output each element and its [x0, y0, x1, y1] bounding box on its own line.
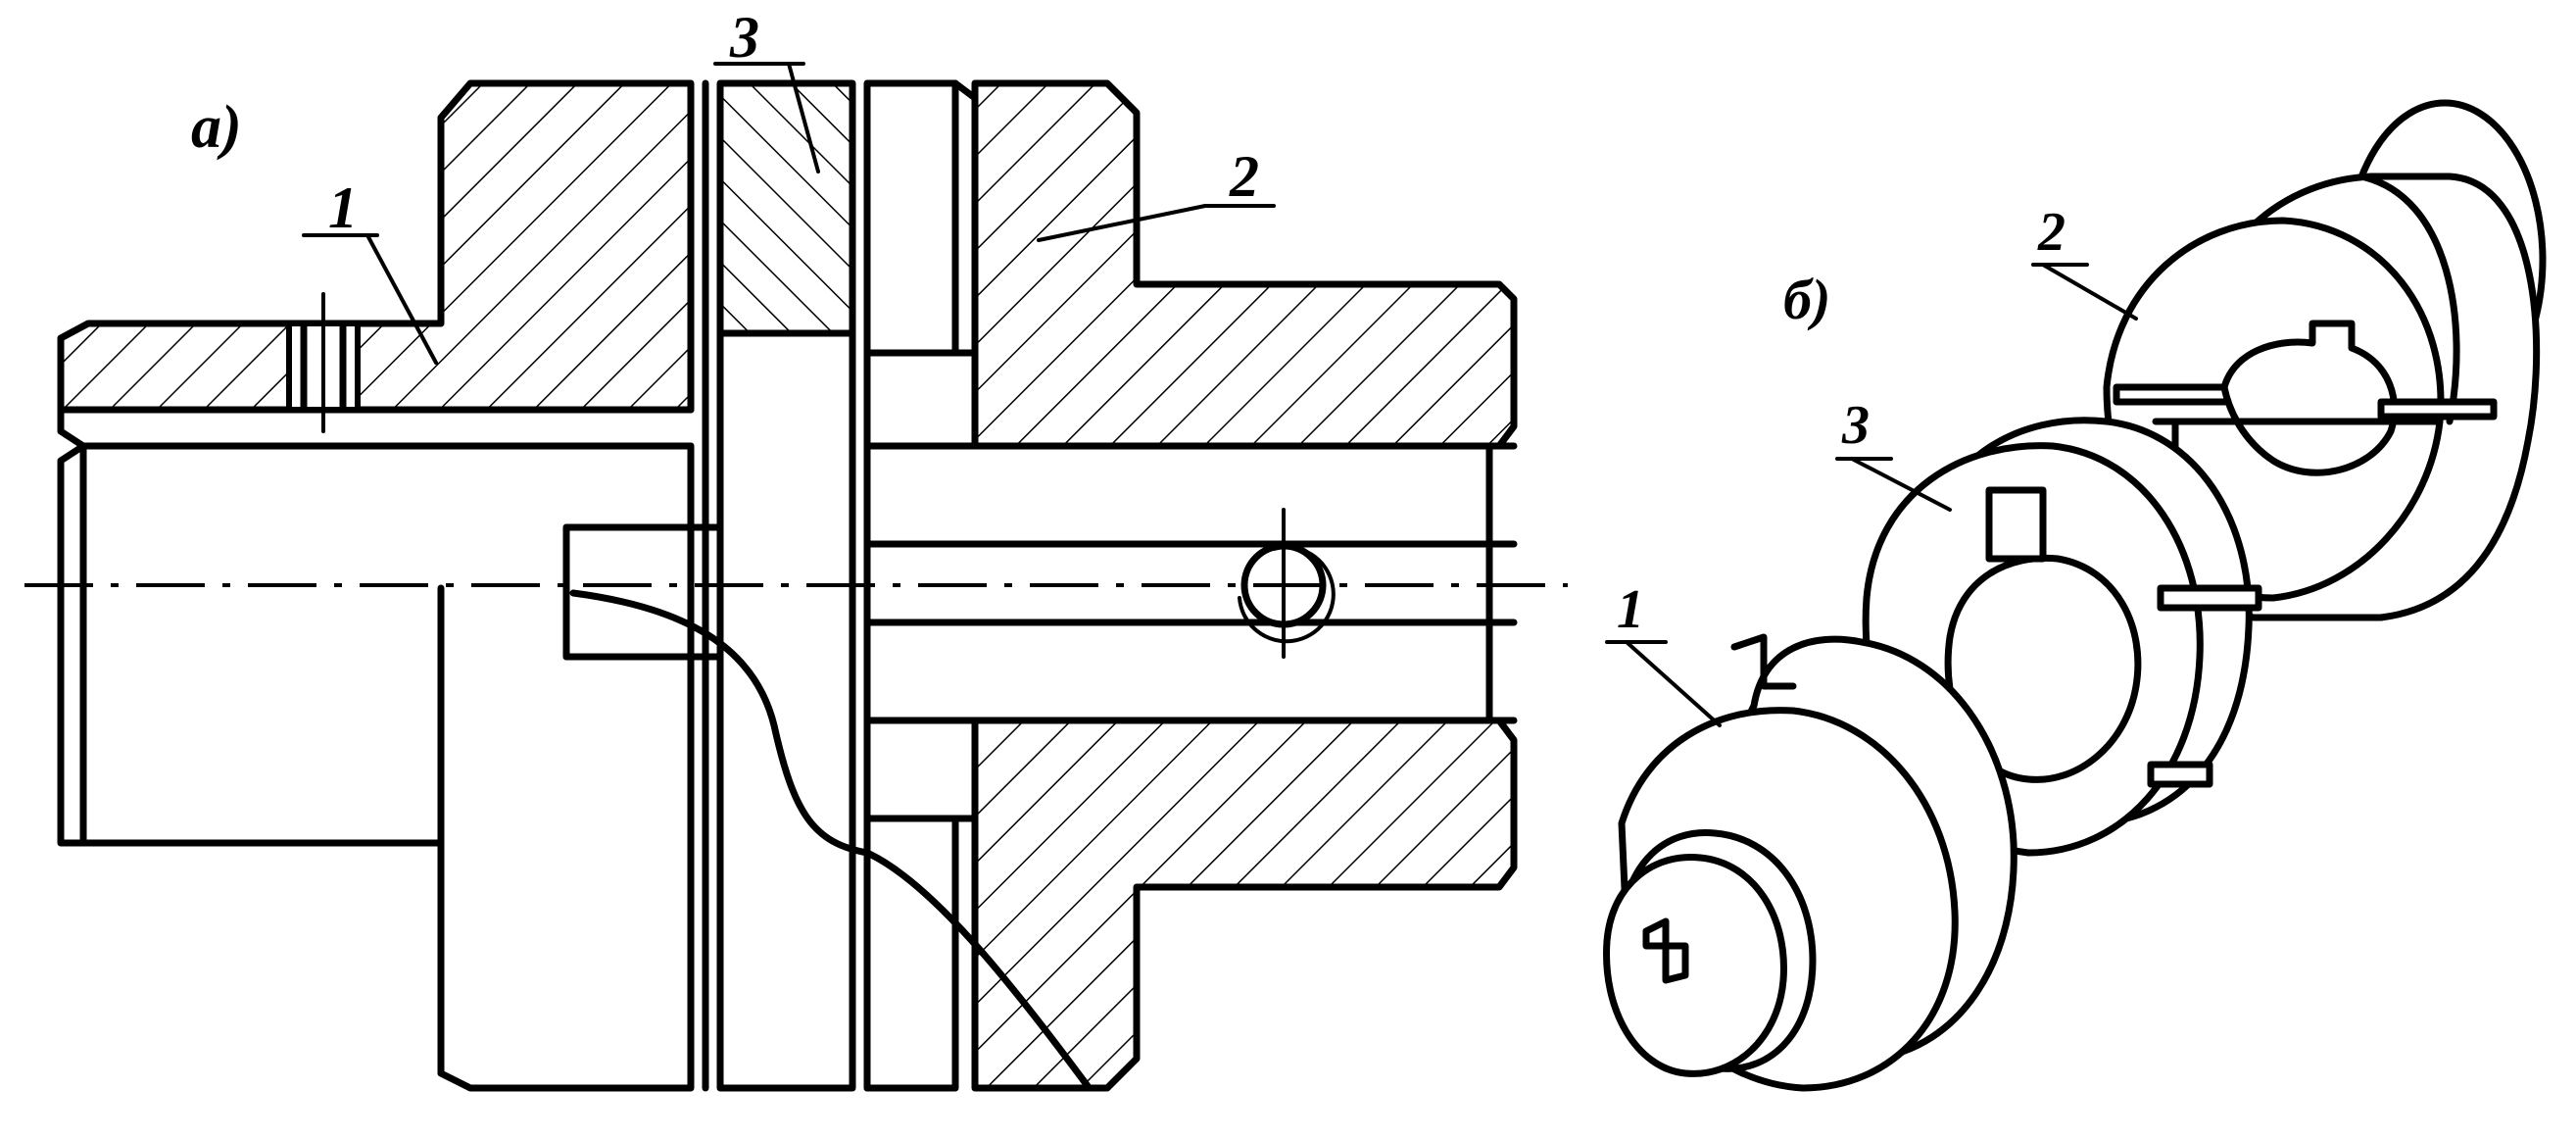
- view-a-label: а): [191, 94, 242, 161]
- iso-half-hub-2: [2103, 99, 2547, 621]
- half-hub-2-upper-section: [971, 79, 1518, 450]
- iso-label-part-1: 1: [1617, 579, 1644, 640]
- label-part-3: 3: [729, 5, 759, 70]
- isometric-view: б) 2 3 1: [1603, 99, 2547, 1092]
- iso-label-part-2: 2: [2037, 202, 2066, 263]
- label-part-2: 2: [1229, 144, 1259, 209]
- half-hub-1-section: [57, 79, 695, 414]
- view-b-label: б): [1783, 268, 1830, 331]
- intermediate-disc-3-body: [716, 329, 856, 1092]
- intermediate-disc-3-section: [716, 79, 856, 337]
- iso-half-hub-1: [1603, 633, 2017, 1092]
- half-hub-2-lower-section: [971, 717, 1518, 1092]
- sectional-view: а) 1 3 2: [24, 5, 1568, 1092]
- iso-label-part-3: 3: [1841, 395, 1870, 456]
- label-part-1: 1: [328, 175, 358, 240]
